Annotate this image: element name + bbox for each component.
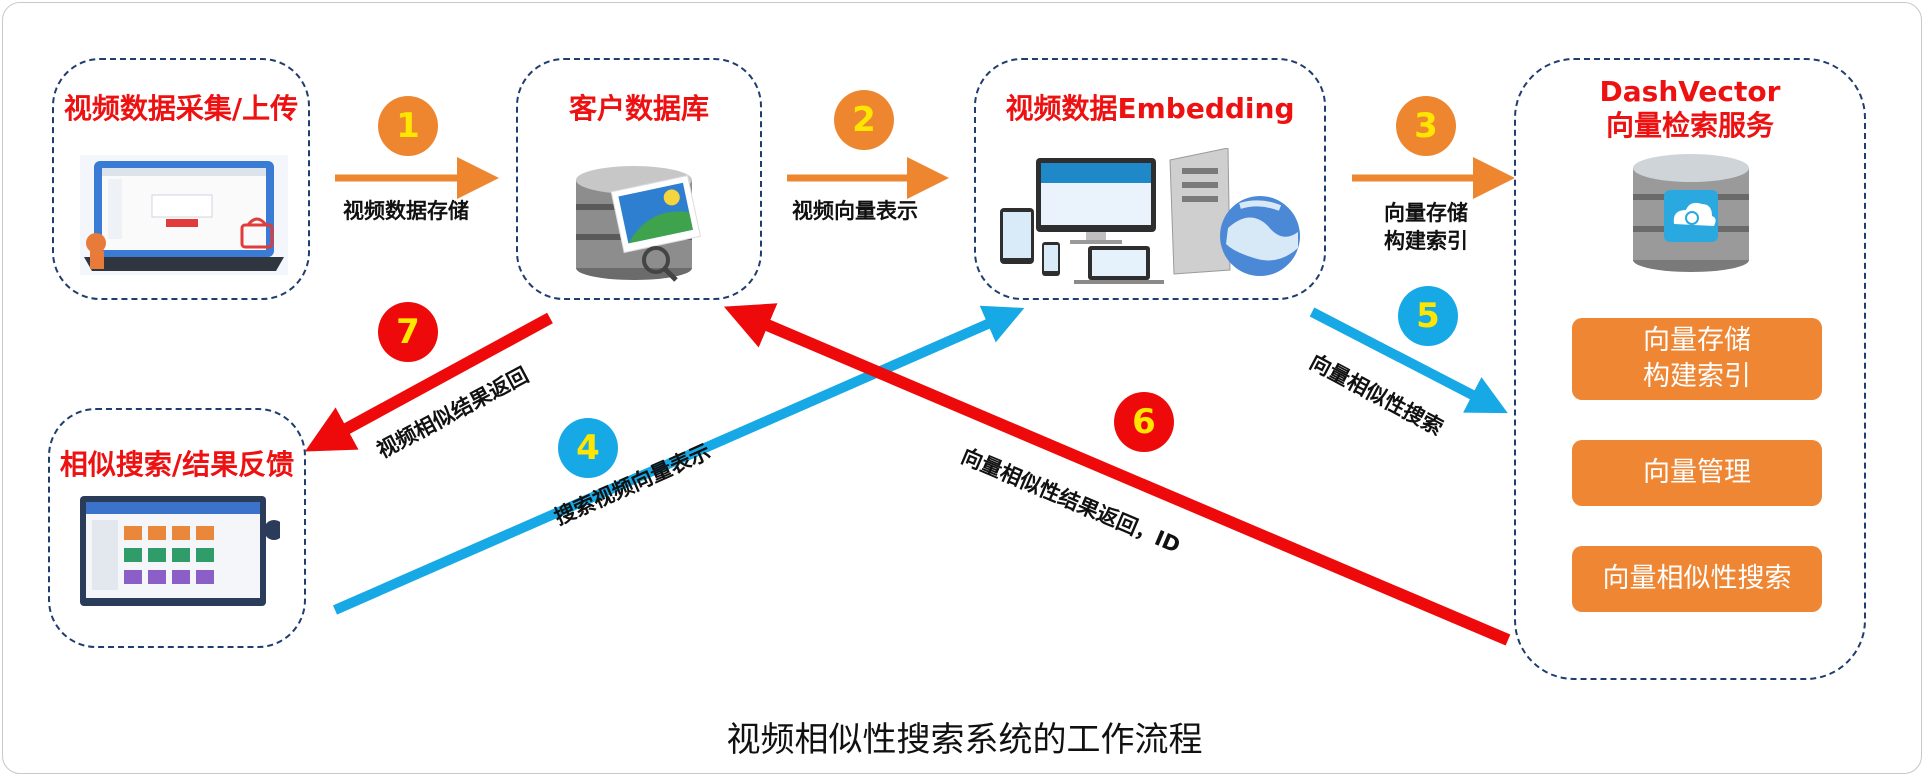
node-customer-database: 客户数据库 xyxy=(516,58,762,300)
step-6-badge: 6 xyxy=(1114,392,1174,452)
node-title-line1: DashVector xyxy=(1599,75,1781,108)
step-2-label: 视频向量表示 xyxy=(792,199,918,223)
node-video-collect-upload: 视频数据采集/上传 xyxy=(52,58,310,300)
service-label-line1: 向量存储 xyxy=(1643,325,1751,356)
vector-database-icon xyxy=(1633,154,1749,272)
step-3-label-line2: 构建索引 xyxy=(1384,229,1468,253)
photo-database-icon xyxy=(576,166,702,282)
diagram-caption: 视频相似性搜索系统的工作流程 xyxy=(726,720,1203,760)
step-1-badge: 1 xyxy=(378,96,438,156)
service-label: 向量管理 xyxy=(1643,457,1751,488)
step-1-label: 视频数据存储 xyxy=(343,199,469,223)
arrow-step-4 xyxy=(332,305,1025,615)
step-3-badge: 3 xyxy=(1396,96,1456,156)
node-similarity-search-feedback: 相似搜索/结果反馈 xyxy=(48,408,306,648)
service-vector-management: 向量管理 xyxy=(1572,440,1822,506)
node-title: 相似搜索/结果反馈 xyxy=(59,448,295,481)
devices-server-globe-icon xyxy=(1000,148,1300,284)
step-3-label-line1: 向量存储 xyxy=(1384,201,1468,225)
step-7-badge: 7 xyxy=(378,302,438,362)
service-label: 向量相似性搜索 xyxy=(1602,563,1792,594)
service-vector-storage-index: 向量存储 构建索引 xyxy=(1572,318,1822,400)
node-title: 客户数据库 xyxy=(568,92,709,125)
arrow-step-7 xyxy=(304,312,553,452)
laptop-upload-icon xyxy=(80,155,288,275)
node-title: 视频数据采集/上传 xyxy=(63,92,299,125)
node-title: 视频数据Embedding xyxy=(1005,92,1295,125)
step-4-badge: 4 xyxy=(558,418,618,478)
service-label-line2: 构建索引 xyxy=(1643,361,1751,392)
step-2-badge: 2 xyxy=(834,90,894,150)
arrow-step-5 xyxy=(1309,307,1508,414)
arrow-step-6 xyxy=(723,303,1511,646)
node-title-line2: 向量检索服务 xyxy=(1605,109,1774,142)
monitor-gallery-icon xyxy=(80,496,280,606)
service-vector-similarity-search: 向量相似性搜索 xyxy=(1572,546,1822,612)
node-video-embedding: 视频数据Embedding xyxy=(974,58,1326,300)
step-5-badge: 5 xyxy=(1398,286,1458,346)
